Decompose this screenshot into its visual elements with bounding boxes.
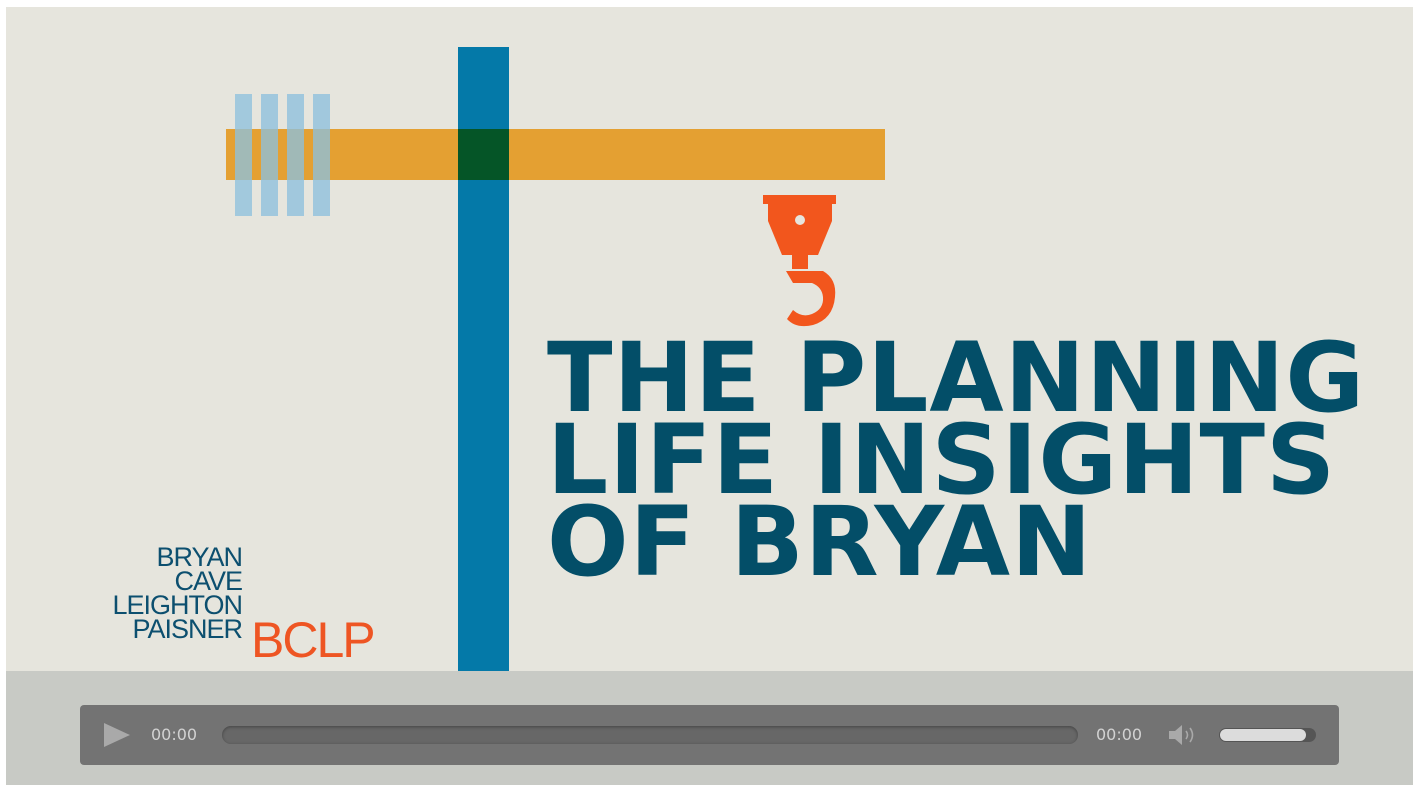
volume-level [1220, 729, 1306, 741]
logo-line-3: LEIGHTON [112, 590, 243, 620]
title-line-3: OF BRYAN [547, 486, 1093, 598]
firm-logo-monogram: BCLP [251, 612, 376, 668]
speaker-icon [1169, 725, 1194, 745]
title-line-2: LIFE INSIGHTS [547, 404, 1337, 516]
logo-line-2: CAVE [174, 566, 243, 596]
title-line-1: THE PLANNING [547, 322, 1366, 434]
duration-time: 00:00 [1096, 725, 1143, 744]
crane-joint [458, 129, 509, 180]
play-button[interactable] [102, 722, 132, 748]
current-time: 00:00 [151, 725, 198, 744]
player-control-bar: 00:00 00:00 [80, 705, 1339, 765]
play-icon [104, 723, 130, 747]
volume-slider[interactable] [1219, 728, 1316, 742]
video-player: THE PLANNING LIFE INSIGHTS OF BRYAN BRYA… [6, 7, 1413, 785]
crane-illustration [226, 47, 885, 671]
logo-line-1: BRYAN [156, 542, 243, 572]
crane-hook [763, 195, 836, 327]
video-title: THE PLANNING LIFE INSIGHTS OF BRYAN [547, 322, 1366, 598]
video-frame[interactable]: THE PLANNING LIFE INSIGHTS OF BRYAN BRYA… [6, 7, 1413, 671]
mute-button[interactable] [1167, 723, 1201, 747]
firm-logo-wordmark: BRYAN CAVE LEIGHTON PAISNER [72, 542, 243, 644]
progress-bar[interactable] [222, 726, 1078, 744]
crane-jib [226, 129, 885, 180]
crane-counterweight [235, 94, 330, 216]
logo-line-4: PAISNER [132, 614, 243, 644]
player-controls-area: 00:00 00:00 [6, 671, 1413, 785]
